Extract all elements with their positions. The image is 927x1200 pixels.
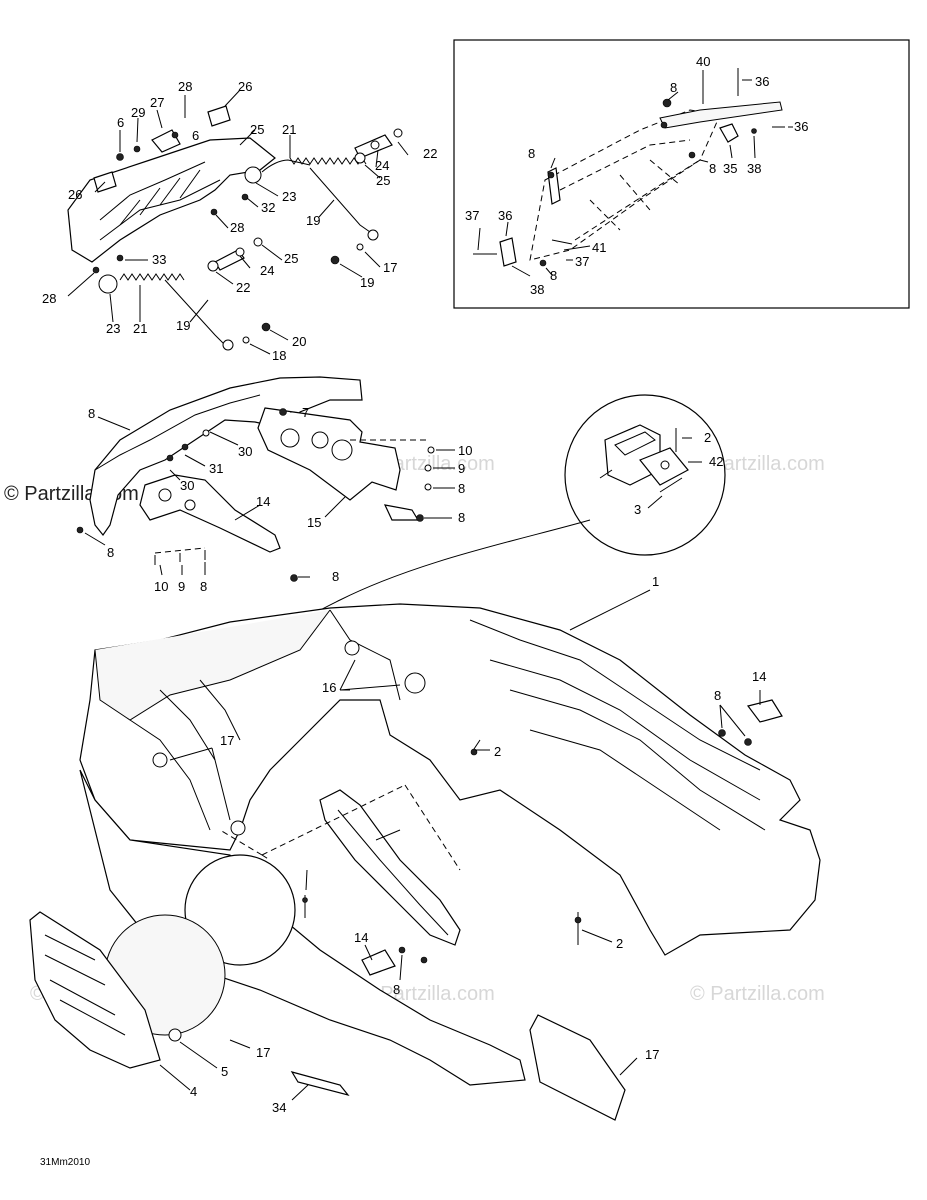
callout-11-b: 14 xyxy=(354,930,368,945)
callout-21-b: 22 xyxy=(236,280,250,295)
callout-20-b: 21 xyxy=(133,321,147,336)
callout-32-b: 33 xyxy=(152,252,166,267)
callout-2-a: 2 xyxy=(704,430,711,445)
callout-8-inset-b: 8 xyxy=(528,146,535,161)
callout-1: 1 xyxy=(652,574,659,589)
callout-23-b: 24 xyxy=(260,263,274,278)
callout-13: 15 xyxy=(307,515,321,530)
callout-6-b: 8 xyxy=(200,579,207,594)
callout-labels: 40 8 36 36 8 8 35 38 37 36 41 37 8 38 28… xyxy=(42,54,808,1115)
callout-30-b: 30 xyxy=(180,478,194,493)
callout-33: 34 xyxy=(272,1100,286,1115)
callout-37-inset-a: 38 xyxy=(747,161,761,176)
callout-8-d: 8 xyxy=(458,510,465,525)
callout-8-a: 6 xyxy=(117,115,124,130)
callout-22-a: 23 xyxy=(282,189,296,204)
callout-12: 14 xyxy=(256,494,270,509)
callout-24-b: 25 xyxy=(284,251,298,266)
callout-32-a: 32 xyxy=(261,200,275,215)
callout-11-a: 14 xyxy=(752,669,766,684)
callout-8-e: 8 xyxy=(107,545,114,560)
callout-36-inset-b: 36 xyxy=(794,119,808,134)
callout-37-inset-b: 38 xyxy=(530,282,544,297)
belly-pan-assembly xyxy=(29,589,821,1121)
callout-19-b: 20 xyxy=(292,334,306,349)
detail-circle xyxy=(239,394,726,721)
watermark-faint-5: © Partzilla.com xyxy=(690,983,825,1005)
callout-15: 17 xyxy=(645,1047,659,1062)
callout-21-a: 22 xyxy=(423,146,437,161)
callout-38-top: 40 xyxy=(696,54,710,69)
callout-8-inset-a: 8 xyxy=(670,80,677,95)
callout-36-inset-d: 37 xyxy=(575,254,589,269)
callout-10-a: 10 xyxy=(458,443,472,458)
bumper-frame-assembly xyxy=(67,89,409,355)
callout-27: 27 xyxy=(150,95,164,110)
callout-26-b: 26 xyxy=(68,187,82,202)
callout-8-inset-d: 8 xyxy=(550,268,557,283)
callout-39: 42 xyxy=(709,454,723,469)
callout-17-b: 18 xyxy=(272,348,286,363)
callout-8-inset-c: 8 xyxy=(709,161,716,176)
callout-17-a: 17 xyxy=(383,260,397,275)
callout-8-c: 7 xyxy=(302,405,309,420)
callout-36-inset-a: 36 xyxy=(755,74,769,89)
callout-18-b: 19 xyxy=(176,318,190,333)
callout-35: 36 xyxy=(498,208,512,223)
callout-9-b: 9 xyxy=(178,579,185,594)
callout-28-a: 28 xyxy=(178,79,192,94)
callout-20-a: 21 xyxy=(282,122,296,137)
callout-38-inset-b: 41 xyxy=(592,240,606,255)
callout-2-c: 2 xyxy=(616,936,623,951)
callout-34: 35 xyxy=(723,161,737,176)
callout-7: 8 xyxy=(88,406,95,421)
callout-2-b: 2 xyxy=(494,744,501,759)
callout-3: 3 xyxy=(634,502,641,517)
callout-14-b: 17 xyxy=(220,733,234,748)
callout-28-c: 28 xyxy=(42,291,56,306)
callout-4: 4 xyxy=(190,1084,197,1099)
callout-30-a: 30 xyxy=(238,444,252,459)
callout-5: 5 xyxy=(221,1064,228,1079)
callout-24-a: 25 xyxy=(376,173,390,188)
callout-36-inset-c: 37 xyxy=(465,208,479,223)
callout-22-b: 23 xyxy=(106,321,120,336)
callout-19-a: 19 xyxy=(360,275,374,290)
front-bumper-brackets xyxy=(76,376,455,582)
callout-8-h: 8 xyxy=(393,982,400,997)
inset-box xyxy=(453,39,910,309)
figure-code: 31Mm2010 xyxy=(40,1157,90,1168)
callout-26-a: 26 xyxy=(238,79,252,94)
callout-8-f: 8 xyxy=(332,569,339,584)
callout-25: 25 xyxy=(250,122,264,137)
callout-29: 29 xyxy=(131,105,145,120)
callout-14-a: 16 xyxy=(322,680,336,695)
callout-16: 17 xyxy=(256,1045,270,1060)
callout-6-a: 8 xyxy=(458,481,465,496)
callout-18-a: 19 xyxy=(306,213,320,228)
callout-31: 31 xyxy=(209,461,223,476)
callout-28-b: 28 xyxy=(230,220,244,235)
callout-23-a: 24 xyxy=(375,158,389,173)
callout-10-b: 10 xyxy=(154,579,168,594)
callout-9-a: 9 xyxy=(458,461,465,476)
callout-8-b: 6 xyxy=(192,128,199,143)
callout-8-g: 8 xyxy=(714,688,721,703)
